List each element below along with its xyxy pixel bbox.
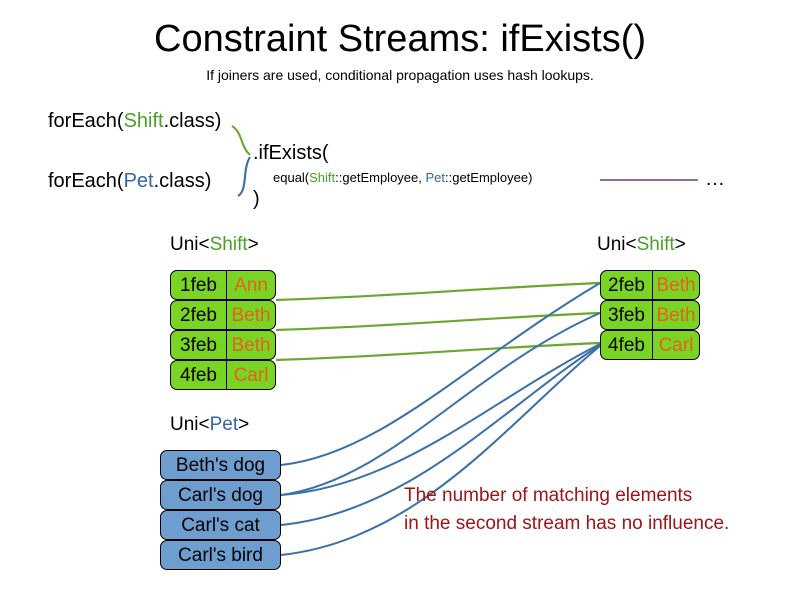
wire-blue-carls-dog-b [280,343,601,496]
uni-pet-suffix: > [238,414,250,435]
fact-name: Carl [233,364,269,386]
fact-row-left-shift-1[interactable]: 1feb Ann [170,270,276,300]
fact-name: Beth [656,274,696,296]
code-equal-pet-method: ::getEmployee) [445,170,533,185]
annotation-line-1: The number of matching elements [404,485,693,506]
wire-green-4feb [275,341,601,362]
code-equal-prefix: equal( [273,170,310,185]
fact-text: Beth's dog [175,454,266,476]
code-foreach-pet: forEach(Pet.class) [48,170,211,193]
code-ifexists: .ifExists( [253,142,329,164]
fact-row-left-shift-4[interactable]: 4feb Carl [170,360,276,390]
fact-name: Beth [231,334,271,356]
code-foreach-pet-prefix: forEach( [48,170,124,192]
code-equal-shift-method: ::getEmployee, [335,170,426,185]
uni-shift-right-type: Shift [636,234,675,255]
fact-date: 4feb [171,361,227,389]
fact-name: Beth [231,304,271,326]
fact-date: 2feb [171,301,227,329]
fact-text: Carl's dog [178,484,263,506]
fact-row-pet-3[interactable]: Carl's cat [160,510,281,540]
uni-shift-left-suffix: > [247,234,259,255]
code-foreach-shift-prefix: forEach( [48,110,124,132]
fact-date: 2feb [601,271,653,299]
code-equal-pet-type: Pet [425,170,445,185]
fact-text: Carl's cat [181,514,260,536]
fact-row-right-shift-2[interactable]: 3feb Beth [600,300,700,330]
uni-pet-type: Pet [209,414,239,435]
uni-shift-left-prefix: Uni< [170,234,210,255]
fact-name: Beth [656,304,696,326]
wire-green-3feb [275,311,601,332]
uni-shift-right-prefix: Uni< [597,234,637,255]
code-foreach-pet-type: Pet [123,170,154,192]
fact-date: 4feb [601,331,653,359]
code-foreach-pet-suffix: .class) [153,170,212,192]
code-foreach-shift-suffix: .class) [163,110,222,132]
fact-date: 1feb [171,271,227,299]
uni-pet-prefix: Uni< [170,414,210,435]
brace-blue-lower [237,156,251,197]
annotation-note: The number of matching elements in the s… [404,482,729,537]
code-foreach-shift: forEach(Shift.class) [48,110,221,133]
brace-green-upper [231,125,251,156]
uni-pet-label: Uni<Pet> [170,414,249,436]
uni-shift-right-suffix: > [674,234,686,255]
fact-row-pet-1[interactable]: Beth's dog [160,450,281,480]
code-equal-joiner: equal(Shift::getEmployee, Pet::getEmploy… [273,170,532,185]
uni-shift-left-label: Uni<Shift> [170,234,259,256]
equal-connector-line [600,179,698,181]
fact-date: 3feb [171,331,227,359]
page-title: Constraint Streams: ifExists() [154,18,646,60]
uni-shift-left-type: Shift [209,234,248,255]
fact-name: Ann [234,274,268,296]
wire-blue-beths-dog [280,282,601,466]
fact-row-right-shift-3[interactable]: 4feb Carl [600,330,700,360]
wire-green-2feb [275,281,601,302]
annotation-line-2: in the second stream has no influence. [404,512,730,534]
fact-row-pet-4[interactable]: Carl's bird [160,540,281,570]
code-equal-shift-type: Shift [309,170,336,185]
wire-blue-carls-dog-a [280,312,601,496]
code-close-paren: ) [253,188,260,210]
fact-row-pet-2[interactable]: Carl's dog [160,480,281,510]
fact-name: Carl [658,334,694,356]
fact-row-left-shift-3[interactable]: 3feb Beth [170,330,276,360]
ellipsis-label: … [705,168,725,190]
page-subtitle: If joiners are used, conditional propaga… [206,67,594,83]
fact-date: 3feb [601,301,653,329]
uni-shift-right-label: Uni<Shift> [597,234,686,256]
fact-text: Carl's bird [178,544,263,566]
code-foreach-shift-type: Shift [123,110,164,132]
fact-row-right-shift-1[interactable]: 2feb Beth [600,270,700,300]
fact-row-left-shift-2[interactable]: 2feb Beth [170,300,276,330]
